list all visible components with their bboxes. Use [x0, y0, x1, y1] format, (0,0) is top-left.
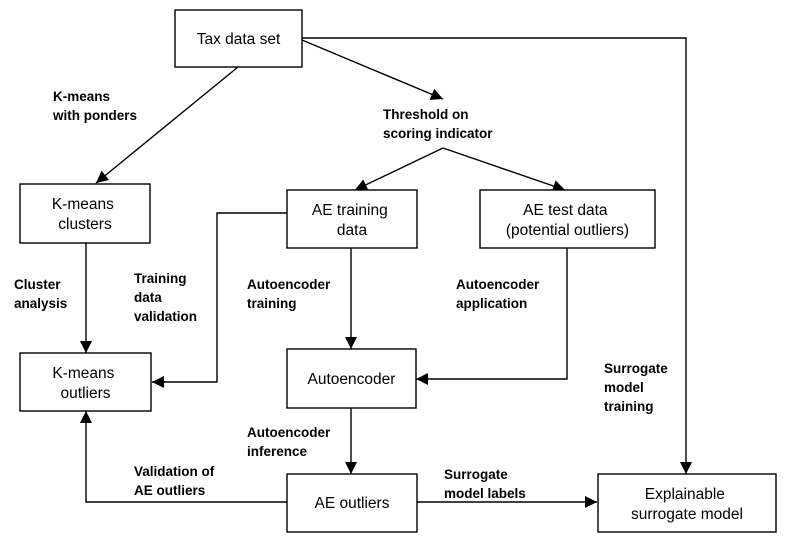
- node-explainable-surrogate-model-label: Explainable surrogate model: [631, 486, 743, 523]
- label-training-data-validation: Training data validation: [134, 271, 197, 324]
- label-surrogate-model-training: Surrogate model training: [604, 361, 672, 414]
- node-tax-data-set-label: Tax data set: [197, 31, 281, 48]
- label-surrogate-model-labels: Surrogate model labels: [444, 467, 526, 501]
- node-ae-outliers-label: AE outliers: [315, 495, 390, 512]
- label-cluster-analysis: Cluster analysis: [14, 277, 67, 311]
- node-kmeans-outliers: K-means outliers: [19, 352, 152, 412]
- edge-tax-to-kmeans-clusters: [95, 66, 239, 184]
- node-kmeans-outliers-label: K-means outliers: [52, 365, 118, 402]
- node-ae-training-data-label: AE training data: [312, 202, 392, 239]
- node-kmeans-clusters: K-means clusters: [19, 183, 151, 244]
- edges: [80, 37, 692, 508]
- node-autoencoder: Autoencoder: [286, 348, 417, 409]
- label-kmeans-with-ponders: K-means with ponders: [52, 89, 137, 123]
- edge-threshold-to-ae-training: [354, 147, 444, 191]
- edge-ae-outliers-to-kmeans-outliers: [80, 411, 287, 503]
- edge-tax-to-surrogate: [302, 37, 692, 474]
- node-ae-test-data: AE test data (potential outliers): [479, 189, 656, 249]
- label-autoencoder-training: Autoencoder training: [247, 277, 334, 311]
- node-kmeans-clusters-label: K-means clusters: [52, 196, 118, 233]
- label-autoencoder-inference: Autoencoder inference: [247, 425, 334, 459]
- node-autoencoder-label: Autoencoder: [308, 371, 396, 388]
- edge-ae-training-to-kmeans-outliers: [152, 212, 287, 388]
- node-ae-outliers: AE outliers: [286, 473, 418, 533]
- node-ae-test-data-label: AE test data (potential outliers): [506, 202, 629, 239]
- label-validation-of-ae-outliers: Validation of AE outliers: [134, 464, 218, 498]
- node-tax-data-set: Tax data set: [174, 9, 303, 68]
- node-explainable-surrogate-model: Explainable surrogate model: [597, 473, 777, 533]
- label-threshold-on-scoring-indicator: Threshold on scoring indicator: [383, 107, 493, 141]
- nodes: Tax data set K-means clusters AE trainin…: [19, 9, 777, 533]
- edge-threshold-to-ae-test: [442, 147, 566, 192]
- node-ae-training-data: AE training data: [286, 189, 418, 249]
- edge-ae-test-to-autoencoder: [416, 248, 568, 385]
- edge-labels: K-means with ponders Threshold on scorin…: [14, 89, 672, 501]
- label-autoencoder-application: Autoencoder application: [456, 277, 543, 311]
- edge-tax-to-threshold: [301, 39, 444, 100]
